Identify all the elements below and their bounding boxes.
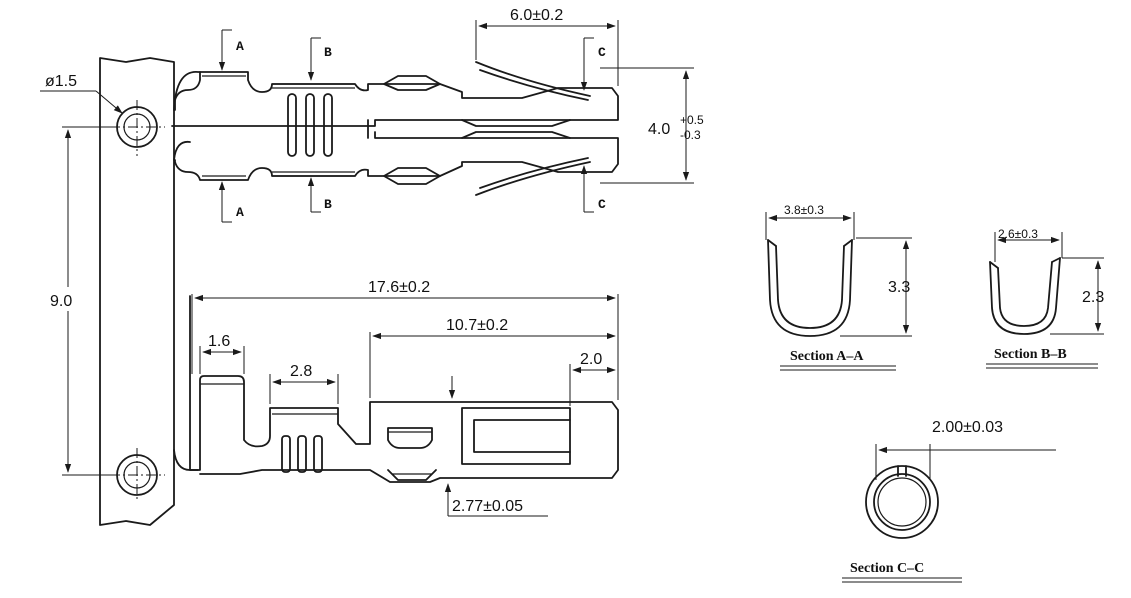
overall-length-dimension: 17.6±0.2 xyxy=(191,279,619,400)
pitch-label: 9.0 xyxy=(50,293,72,310)
tab-width-dimension: 1.6 xyxy=(199,333,245,374)
section-marker-b-top: B xyxy=(307,37,332,81)
carrier-neck-bottom xyxy=(173,449,199,471)
marker-a-bottom-label: A xyxy=(236,205,244,220)
section-aa-title: Section A–A xyxy=(790,349,864,364)
section-aa-height-label: 3.3 xyxy=(888,279,910,296)
section-aa-width-label: 3.8±0.3 xyxy=(784,203,824,217)
pilot-hole-top xyxy=(110,100,165,156)
section-cc-diameter-label: 2.00±0.03 xyxy=(932,419,1003,436)
section-marker-c-top: C xyxy=(580,37,606,91)
top-view-terminal xyxy=(171,61,619,196)
carrier-neck-mid xyxy=(173,140,191,161)
carrier-neck-top xyxy=(173,71,201,111)
body-height-label: 2.77±0.05 xyxy=(452,498,523,515)
section-marker-c-bottom: C xyxy=(580,165,606,213)
top-length-label: 6.0±0.2 xyxy=(510,7,563,24)
top-width-minus-label: -0.3 xyxy=(680,128,701,142)
marker-a-top-label: A xyxy=(236,39,244,54)
section-cc-title: Section C–C xyxy=(850,561,924,576)
top-width-plus-label: +0.5 xyxy=(680,113,704,127)
section-bb-height-label: 2.3 xyxy=(1082,289,1104,306)
carrier-strip-outline xyxy=(99,57,175,526)
pitch-dimension: 9.0 xyxy=(48,126,115,476)
side-view-terminal xyxy=(189,295,619,483)
section-aa: 3.8±0.3 3.3 Section A–A xyxy=(765,203,912,371)
section-bb-width-label: 2.6±0.3 xyxy=(998,227,1038,241)
barrel-width-label: 2.8 xyxy=(290,363,312,380)
top-width-base-label: 4.0 xyxy=(648,121,670,138)
marker-c-top-label: C xyxy=(598,45,606,60)
section-marker-a-bottom: A xyxy=(218,181,244,223)
overall-length-label: 17.6±0.2 xyxy=(368,279,430,296)
tip-length-label: 2.0 xyxy=(580,351,602,368)
contact-length-label: 10.7±0.2 xyxy=(446,317,508,334)
hole-dia-callout: ø1.5 xyxy=(40,73,123,114)
body-height-dimension: 2.77±0.05 xyxy=(444,483,548,517)
section-bb: 2.6±0.3 2.3 Section B–B xyxy=(986,227,1104,369)
section-marker-b-bottom: B xyxy=(307,177,332,213)
hole-dia-label: ø1.5 xyxy=(45,73,77,90)
top-width-dimension: 4.0 +0.5 -0.3 xyxy=(600,67,704,184)
pilot-hole-bottom xyxy=(110,448,165,502)
barrel-width-dimension: 2.8 xyxy=(269,363,339,404)
section-marker-a-top: A xyxy=(218,29,244,71)
tab-width-label: 1.6 xyxy=(208,333,230,350)
tip-length-dimension: 2.0 xyxy=(569,351,616,406)
marker-b-bottom-label: B xyxy=(324,197,332,212)
marker-c-bottom-label: C xyxy=(598,197,606,212)
section-bb-title: Section B–B xyxy=(994,347,1067,362)
section-cc: 2.00±0.03 Section C–C xyxy=(842,419,1056,583)
contact-length-dimension: 10.7±0.2 xyxy=(369,317,616,398)
marker-b-top-label: B xyxy=(324,45,332,60)
top-length-dimension: 6.0±0.2 xyxy=(475,7,619,86)
